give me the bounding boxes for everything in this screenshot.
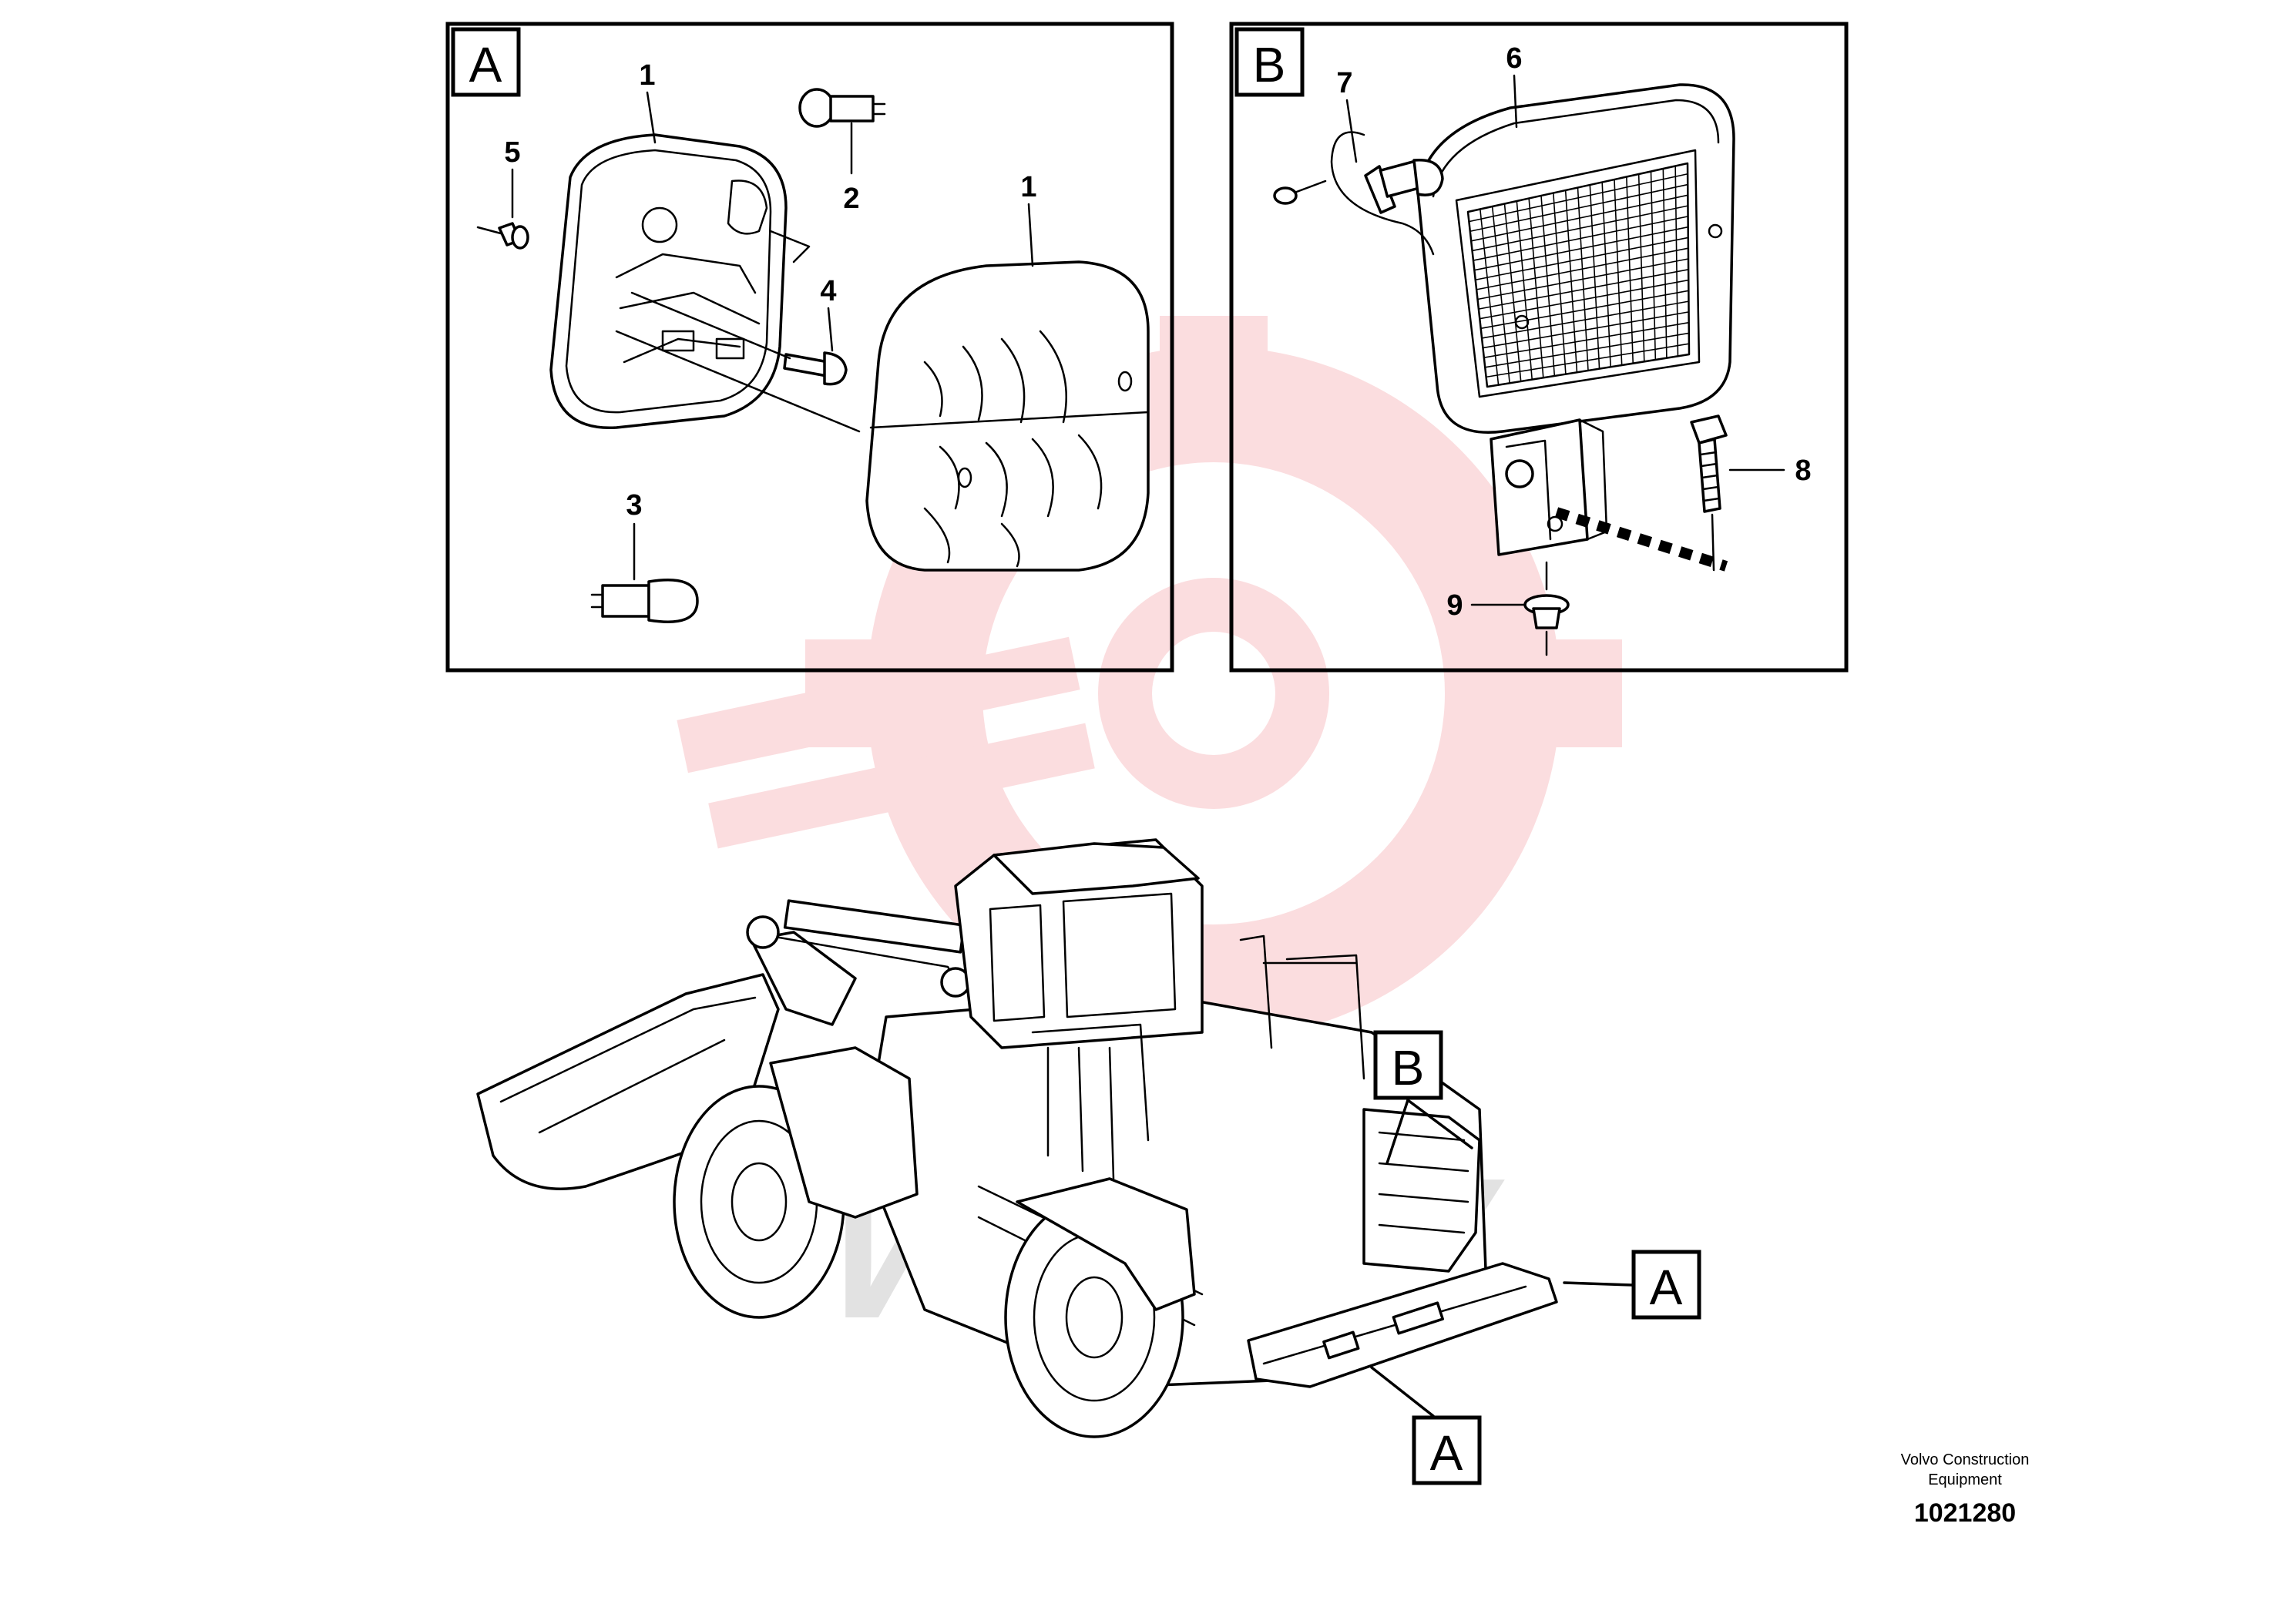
- callout-b-8: 8: [1795, 455, 1811, 487]
- panel-b-tag: B: [1253, 37, 1286, 92]
- bulb-icon-item-7: [1273, 131, 1444, 256]
- svg-text:B: B: [1392, 1040, 1425, 1096]
- lamp-housing: [549, 133, 811, 430]
- panel-b: B 6 7: [1229, 22, 1849, 673]
- callout-a-5: 5: [504, 136, 520, 169]
- callout-b-7: 7: [1336, 67, 1352, 99]
- footer-company-line1: Volvo Construction: [1900, 1451, 2030, 1468]
- work-light-lens-grid: [1469, 166, 1690, 385]
- machine-tag-b: B: [1373, 1030, 1473, 1165]
- callout-a-1-right: 1: [1020, 171, 1036, 203]
- figure-number: 1021280: [1913, 1498, 2017, 1528]
- lamp-lens-cover: [865, 260, 1150, 572]
- bulb-icon-item-2: [798, 88, 886, 128]
- work-light-housing: [1416, 83, 1735, 434]
- panel-a-tag: A: [469, 37, 502, 92]
- lens-grid-lines: [1469, 166, 1690, 385]
- callout-b-6: 6: [1506, 42, 1522, 75]
- screw-icon-item-4: [783, 351, 848, 386]
- footer-company-line2: Equipment: [1928, 1471, 2002, 1488]
- mounting-bracket: [1490, 418, 1608, 556]
- callout-a-1-left: 1: [639, 59, 655, 92]
- machine-tag-a-right: A: [1563, 1250, 1701, 1320]
- wheel-loader-illustration: [476, 838, 1558, 1438]
- callout-b-9: 9: [1446, 589, 1463, 622]
- panel-a: A 1 2 5: [445, 22, 1174, 673]
- screw-icon-item-5: [476, 222, 529, 250]
- bulb-icon-item-3: [590, 579, 699, 623]
- callout-a-3: 3: [626, 489, 642, 522]
- bolt-icon-item-8: [1690, 414, 1728, 572]
- nut-icon-item-9: [1523, 561, 1570, 656]
- svg-text:A: A: [1430, 1425, 1463, 1481]
- callout-a-4: 4: [820, 275, 836, 307]
- callout-a-2: 2: [843, 183, 859, 215]
- machine-tag-a-bottom: A: [1370, 1366, 1482, 1485]
- svg-text:A: A: [1650, 1260, 1683, 1315]
